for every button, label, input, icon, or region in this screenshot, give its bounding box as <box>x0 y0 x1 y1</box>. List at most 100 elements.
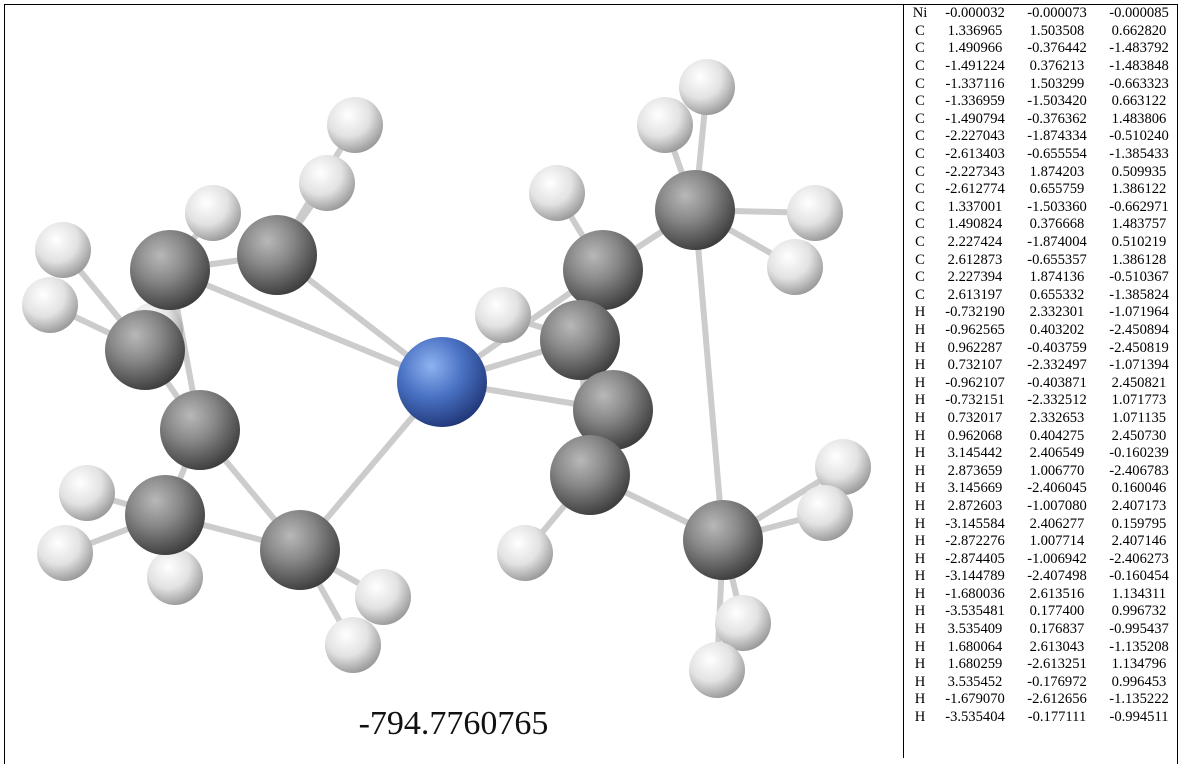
element-symbol: H <box>914 673 926 690</box>
element-symbol: H <box>914 533 926 550</box>
y-coordinate: -2.407498 <box>1027 568 1087 585</box>
x-coordinate: -3.144789 <box>945 568 1005 585</box>
z-coordinate: 2.407146 <box>1111 533 1167 550</box>
z-coordinate: 0.159795 <box>1111 515 1167 532</box>
x-coordinate: 1.336965 <box>947 22 1003 39</box>
z-coordinate: -0.000085 <box>1109 5 1169 22</box>
x-coordinate: -3.535404 <box>945 709 1005 726</box>
y-coordinate: 0.655332 <box>1029 286 1085 303</box>
x-coordinate: -3.145584 <box>945 515 1005 532</box>
x-coordinate: -0.962565 <box>945 321 1005 338</box>
y-coordinate: 2.332653 <box>1029 409 1085 426</box>
x-coordinate: -1.337116 <box>945 75 1005 92</box>
element-symbol: C <box>915 251 925 268</box>
y-coordinate: 2.613043 <box>1029 638 1085 655</box>
carbon-atom <box>125 475 205 555</box>
x-coordinate: 2.873659 <box>947 462 1003 479</box>
x-coordinate: 1.680064 <box>947 638 1003 655</box>
y-coordinate: -2.332497 <box>1027 357 1087 374</box>
bond <box>692 209 726 541</box>
hydrogen-atom <box>35 222 91 278</box>
z-coordinate: 0.662820 <box>1111 22 1167 39</box>
figure-frame <box>4 4 1178 764</box>
y-coordinate: -2.612656 <box>1027 691 1087 708</box>
y-coordinate: -0.000073 <box>1027 5 1087 22</box>
element-symbol: C <box>915 234 925 251</box>
element-symbol: H <box>914 392 926 409</box>
element-symbol: H <box>914 603 926 620</box>
hydrogen-atom <box>22 277 78 333</box>
y-coordinate: -0.177111 <box>1027 709 1087 726</box>
y-coordinate: 0.177400 <box>1029 603 1085 620</box>
element-symbol: H <box>914 409 926 426</box>
hydrogen-atom <box>679 59 735 115</box>
x-coordinate: 1.490824 <box>947 216 1003 233</box>
element-symbol: H <box>914 374 926 391</box>
hydrogen-atom <box>325 617 381 673</box>
y-coordinate: -1.503420 <box>1027 93 1087 110</box>
z-coordinate: -2.406273 <box>1109 550 1169 567</box>
y-coordinate: 0.376213 <box>1029 58 1085 75</box>
hydrogen-atom <box>37 525 93 581</box>
y-coordinate: 0.403202 <box>1029 321 1085 338</box>
hydrogen-atom <box>147 549 203 605</box>
x-coordinate: -2.872276 <box>945 533 1005 550</box>
z-coordinate: 1.134796 <box>1111 656 1167 673</box>
z-coordinate: -0.160454 <box>1109 568 1169 585</box>
x-coordinate: 0.962068 <box>947 427 1003 444</box>
molecule-panel: -794.7760765 <box>5 5 902 758</box>
z-coordinate: 1.386122 <box>1111 181 1167 198</box>
carbon-atom <box>160 390 240 470</box>
element-symbol: C <box>915 163 925 180</box>
y-coordinate: -1.874004 <box>1027 234 1087 251</box>
coordinates-row: H-1.679070-2.612656-1.135222 <box>906 691 1180 709</box>
y-coordinate: -2.332512 <box>1027 392 1087 409</box>
y-coordinate: -1.874334 <box>1027 128 1087 145</box>
x-coordinate: 1.490966 <box>947 40 1003 57</box>
y-coordinate: -0.376442 <box>1027 40 1087 57</box>
carbon-atom <box>563 230 643 310</box>
x-coordinate: -2.227043 <box>945 128 1005 145</box>
y-coordinate: -0.655554 <box>1027 146 1087 163</box>
hydrogen-atom <box>299 155 355 211</box>
y-coordinate: -1.006942 <box>1027 550 1087 567</box>
x-coordinate: 1.680259 <box>947 656 1003 673</box>
hydrogen-atom <box>327 97 383 153</box>
hydrogen-atom <box>637 97 693 153</box>
z-coordinate: -1.135222 <box>1109 691 1169 708</box>
z-coordinate: -2.450819 <box>1109 339 1169 356</box>
y-coordinate: -0.176972 <box>1027 673 1087 690</box>
element-symbol: H <box>914 550 926 567</box>
element-symbol: H <box>914 638 926 655</box>
y-coordinate: -0.655357 <box>1027 251 1087 268</box>
element-symbol: H <box>914 357 926 374</box>
z-coordinate: -0.995437 <box>1109 621 1169 638</box>
nickel-atom <box>397 337 487 427</box>
x-coordinate: 3.535452 <box>947 673 1003 690</box>
x-coordinate: 2.613197 <box>947 286 1003 303</box>
z-coordinate: 0.663122 <box>1111 93 1167 110</box>
x-coordinate: 1.337001 <box>947 198 1003 215</box>
y-coordinate: -2.613251 <box>1027 656 1087 673</box>
panel-divider <box>903 4 904 758</box>
x-coordinate: 2.872603 <box>947 497 1003 514</box>
hydrogen-atom <box>715 595 771 651</box>
z-coordinate: 2.450821 <box>1111 374 1167 391</box>
carbon-atom <box>573 370 653 450</box>
hydrogen-atom <box>797 485 853 541</box>
x-coordinate: -1.491224 <box>945 58 1005 75</box>
y-coordinate: 1.503299 <box>1029 75 1085 92</box>
